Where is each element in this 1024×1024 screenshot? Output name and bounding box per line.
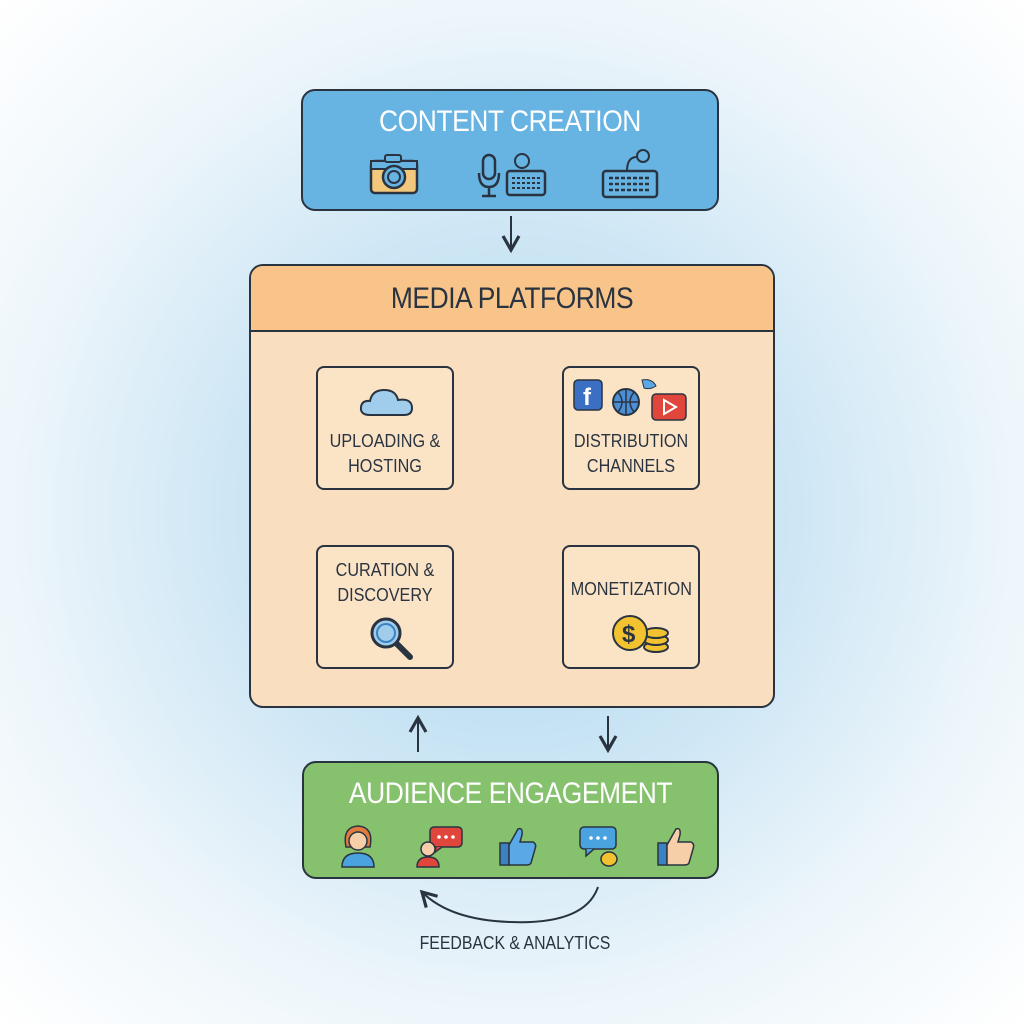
curation-label-2: DISCOVERY [337,585,433,605]
uploading-hosting-node: UPLOADING & HOSTING [316,366,454,490]
uploading-label-2: HOSTING [348,456,422,476]
keyboard-mouse-icon [601,149,659,199]
uploading-label-1: UPLOADING & [329,431,441,451]
svg-text:$: $ [622,621,636,648]
audience-engagement-box: AUDIENCE ENGAGEMENT [302,761,719,879]
magnifier-icon [370,617,413,660]
chat-bubbles-icon [579,826,618,867]
person-icon [341,825,375,868]
social-media-icons: f [573,379,687,421]
content-creation-title: CONTENT CREATION [379,105,641,138]
media-platforms-header [251,266,773,332]
audience-engagement-title: AUDIENCE ENGAGEMENT [348,777,673,810]
speech-person-icon [416,826,463,868]
coins-icon: $ [612,615,669,653]
distribution-channels-node: f DISTRIBUTION CHANNELS [562,366,700,490]
camera-icon [369,154,419,195]
thumbs-up-icon [499,827,537,866]
svg-text:f: f [583,384,592,411]
distribution-label-1: DISTRIBUTION [573,431,689,451]
cloud-icon [359,388,414,416]
curation-discovery-node: CURATION & DISCOVERY [316,545,454,669]
monetization-node: MONETIZATION $ [562,545,700,669]
microphone-keyboard-icon [477,153,547,198]
feedback-analytics-label: FEEDBACK & ANALYTICS [419,933,611,953]
distribution-label-2: CHANNELS [586,456,676,476]
monetization-label: MONETIZATION [570,579,692,599]
thumbs-up-icon [657,827,695,866]
curation-label-1: CURATION & [335,560,435,580]
content-creation-box: CONTENT CREATION [301,89,719,211]
media-platforms-title: MEDIA PLATFORMS [390,282,634,315]
